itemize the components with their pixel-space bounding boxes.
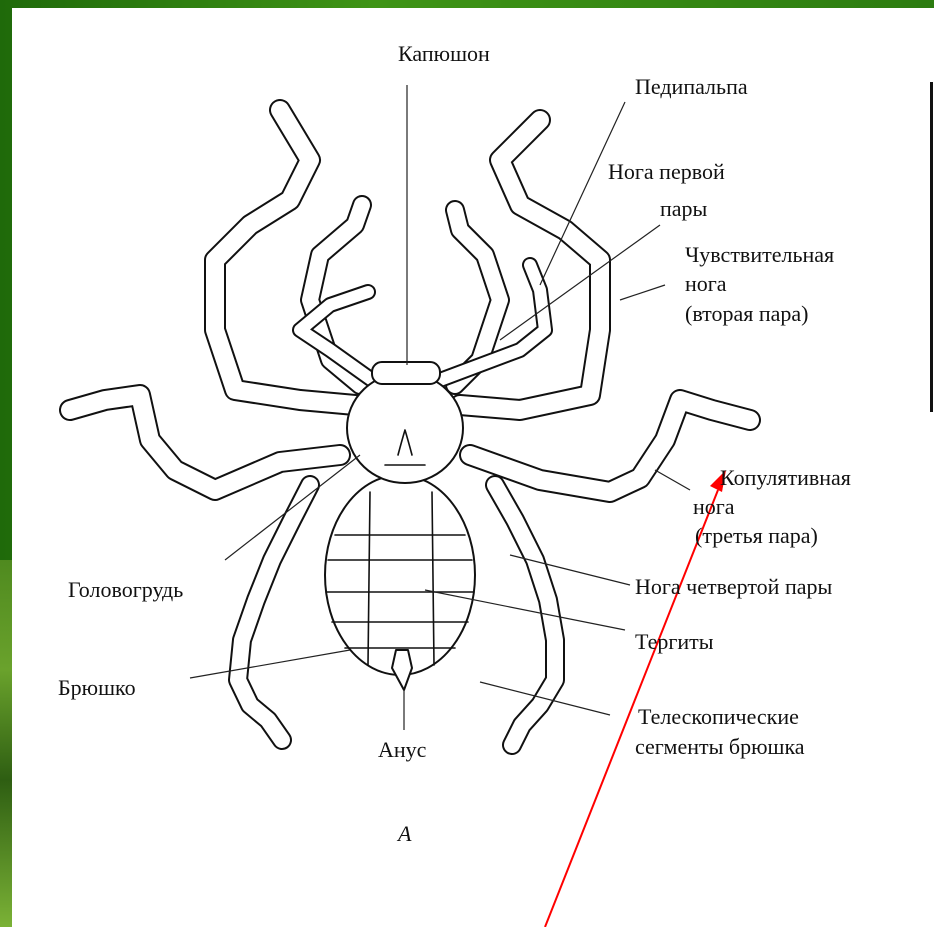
label-first-leg-line2: пары bbox=[660, 197, 707, 221]
figure-letter: А bbox=[398, 822, 411, 846]
label-sensory-leg-line1: Чувствительная bbox=[685, 243, 834, 267]
label-sensory-leg-line3: (вторая пара) bbox=[685, 302, 809, 326]
cephalothorax bbox=[347, 373, 463, 483]
label-pedipalp: Педипальпа bbox=[635, 75, 748, 99]
label-cephalothorax: Головогрудь bbox=[68, 578, 183, 602]
anal-segment bbox=[392, 650, 412, 690]
hood bbox=[372, 362, 440, 384]
label-telescopic-line2: сегменты брюшка bbox=[635, 735, 805, 759]
label-copulative-leg-line2: нога bbox=[693, 495, 735, 519]
label-copulative-leg-line3: (третья пара) bbox=[695, 524, 818, 548]
leg-fourth-pair-left bbox=[238, 485, 310, 740]
label-abdomen: Брюшко bbox=[58, 676, 136, 700]
label-anus: Анус bbox=[378, 738, 426, 762]
abdomen bbox=[325, 475, 475, 675]
label-copulative-leg-line1: Копулятивная bbox=[720, 466, 851, 490]
side-rule bbox=[930, 82, 933, 412]
label-tergites: Тергиты bbox=[635, 630, 714, 654]
label-sensory-leg-line2: нога bbox=[685, 272, 727, 296]
leg-fourth-pair-right bbox=[495, 485, 555, 745]
label-fourth-leg: Нога четвертой пары bbox=[635, 575, 832, 599]
label-first-leg-line1: Нога первой bbox=[608, 160, 725, 184]
label-hood: Капюшон bbox=[398, 42, 490, 66]
label-telescopic-line1: Телескопические bbox=[638, 705, 799, 729]
